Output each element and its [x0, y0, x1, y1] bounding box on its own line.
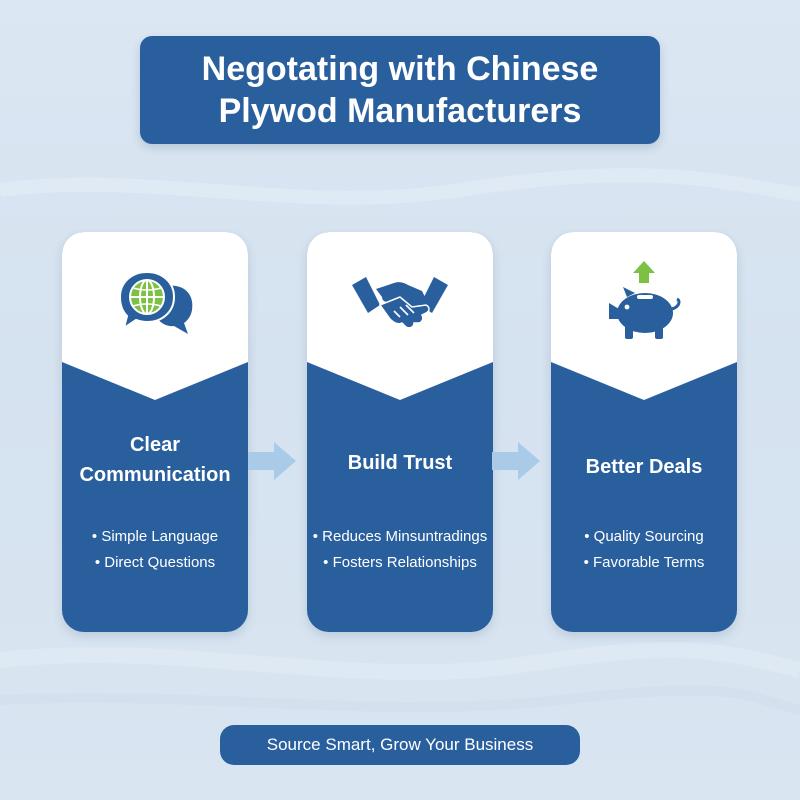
speech-bubble-globe-icon — [62, 232, 248, 372]
arrow-right-icon — [492, 442, 540, 480]
list-item: • Quality Sourcing — [584, 528, 704, 545]
card-title: Better Deals — [585, 456, 703, 478]
handshake-icon — [307, 232, 493, 372]
list-item: • Reduces Minsuntradings — [312, 528, 488, 545]
card-better-deals: Better Deals • Quality Sourcing • Favora… — [551, 232, 737, 632]
card-bullet-list: • Reduces Minsuntradings • Fosters Relat… — [307, 524, 493, 576]
list-item: • Fosters Relationships — [323, 554, 477, 571]
page-title: Negotating with Chinese Plywod Manufactu… — [201, 50, 599, 130]
title-banner: Negotating with Chinese Plywod Manufactu… — [140, 36, 660, 144]
list-item: • Direct Questions — [94, 554, 216, 571]
piggy-bank-up-arrow-icon — [551, 232, 737, 372]
card-bullet-list: • Simple Language • Direct Questions — [62, 524, 248, 576]
list-item: • Favorable Terms — [583, 554, 705, 571]
card-build-trust: Build Trust • Reduces Minsuntradings • F… — [307, 232, 493, 632]
card-clear-communication: Clear Communication • Simple Language • … — [62, 232, 248, 632]
arrow-right-icon — [248, 442, 296, 480]
footer-tagline: Source Smart, Grow Your Business — [220, 725, 580, 765]
card-bullet-list: • Quality Sourcing • Favorable Terms — [551, 524, 737, 576]
list-item: • Simple Language — [91, 528, 219, 545]
card-title: Clear Communication — [79, 434, 231, 486]
card-title: Build Trust — [347, 452, 453, 474]
